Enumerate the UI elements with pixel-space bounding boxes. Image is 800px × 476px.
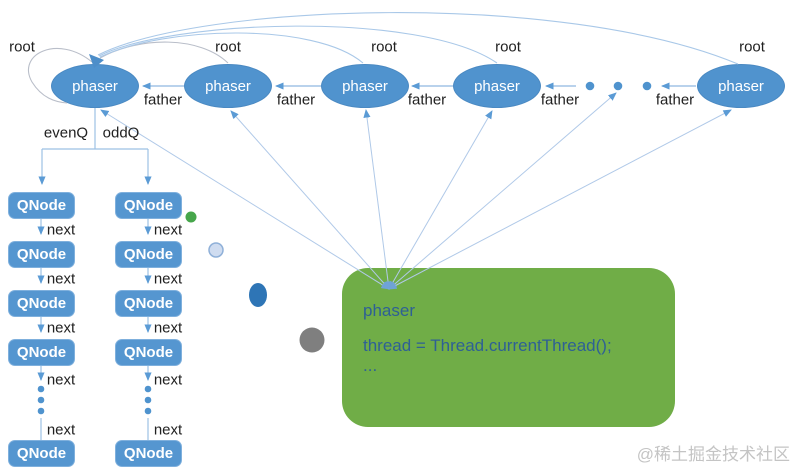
phaser-node-5: phaser bbox=[697, 64, 785, 108]
ellipsis-dot bbox=[144, 385, 152, 393]
root-self-loop bbox=[27, 47, 93, 104]
code-line-3: ... bbox=[363, 356, 378, 375]
queue-ellipsis-dots bbox=[37, 385, 152, 415]
code-line-2: thread = Thread.currentThread(); bbox=[363, 336, 612, 355]
ellipsis-dot bbox=[144, 407, 152, 415]
qnode-label: QNode bbox=[16, 197, 67, 214]
root-label-5: root bbox=[739, 38, 765, 56]
qnode-label: QNode bbox=[123, 445, 174, 462]
evenq-qnode-1: QNode bbox=[8, 192, 75, 219]
ellipsis-dot bbox=[585, 81, 595, 91]
next-label: next bbox=[46, 421, 76, 439]
evenq-qnode-3: QNode bbox=[8, 290, 75, 317]
root-arc-3 bbox=[99, 32, 364, 64]
qnode-label: QNode bbox=[16, 344, 67, 361]
gray-dot bbox=[299, 327, 325, 353]
thread-reference-arrows bbox=[100, 92, 732, 290]
root-arc-5 bbox=[97, 12, 739, 65]
father-label-4: father bbox=[540, 91, 580, 109]
evenq-qnode-2: QNode bbox=[8, 241, 75, 268]
oddq-qnode-3: QNode bbox=[115, 290, 182, 317]
father-label-1: father bbox=[143, 91, 183, 109]
root-label-2: root bbox=[215, 38, 241, 56]
ellipsis-dot bbox=[37, 407, 45, 415]
root-convergence-arrowhead bbox=[89, 54, 104, 68]
next-label: next bbox=[46, 319, 76, 337]
ellipsis-dot bbox=[144, 396, 152, 404]
qnode-label: QNode bbox=[16, 445, 67, 462]
root-label-3: root bbox=[371, 38, 397, 56]
phaser-node-label: phaser bbox=[72, 77, 118, 95]
ellipsis-dot bbox=[613, 81, 623, 91]
next-label: next bbox=[46, 270, 76, 288]
oddq-qnode-4: QNode bbox=[115, 339, 182, 366]
light-blue-dot bbox=[208, 242, 224, 258]
ref-arrow-phaser-2 bbox=[230, 110, 390, 290]
phaser-node-label: phaser bbox=[205, 77, 251, 95]
phaser-node-2: phaser bbox=[184, 64, 272, 108]
qnode-label: QNode bbox=[123, 295, 174, 312]
queue-bracket bbox=[38, 108, 152, 186]
qnode-label: QNode bbox=[123, 344, 174, 361]
root-label-4: root bbox=[495, 38, 521, 56]
next-label: next bbox=[153, 270, 183, 288]
evenq-qnode-4: QNode bbox=[8, 339, 75, 366]
dark-blue-dot bbox=[249, 283, 267, 307]
father-label-3: father bbox=[407, 91, 447, 109]
phaser-chain-ellipsis-dots bbox=[585, 81, 652, 91]
qnode-label: QNode bbox=[16, 246, 67, 263]
phaser-node-label: phaser bbox=[474, 77, 520, 95]
next-label: next bbox=[153, 221, 183, 239]
code-line-1: phaser bbox=[363, 301, 415, 320]
father-label-5: father bbox=[655, 91, 695, 109]
next-label: next bbox=[46, 371, 76, 389]
watermark: @稀土掘金技术社区 bbox=[636, 445, 790, 464]
ref-arrow-phaser-5 bbox=[388, 109, 732, 290]
next-label: next bbox=[153, 319, 183, 337]
qnode-label: QNode bbox=[16, 295, 67, 312]
scattered-dots bbox=[185, 211, 325, 353]
evenq-label: evenQ bbox=[43, 124, 89, 142]
oddq-label: oddQ bbox=[102, 124, 140, 142]
ellipsis-dot bbox=[37, 396, 45, 404]
next-label: next bbox=[46, 221, 76, 239]
ellipsis-dot bbox=[642, 81, 652, 91]
ref-arrow-phaser-3 bbox=[363, 109, 392, 290]
root-arcs bbox=[27, 12, 739, 104]
ellipsis-dot bbox=[37, 385, 45, 393]
phaser-node-label: phaser bbox=[342, 77, 388, 95]
father-label-2: father bbox=[276, 91, 316, 109]
root-arc-4 bbox=[98, 25, 498, 64]
root-label-1: root bbox=[9, 38, 35, 56]
green-dot bbox=[185, 211, 197, 223]
phaser-node-1: phaser bbox=[51, 64, 139, 108]
evenq-qnode-5: QNode bbox=[8, 440, 75, 467]
code-box bbox=[342, 268, 675, 427]
next-label: next bbox=[153, 371, 183, 389]
oddq-qnode-5: QNode bbox=[115, 440, 182, 467]
phaser-node-label: phaser bbox=[718, 77, 764, 95]
next-label: next bbox=[153, 421, 183, 439]
